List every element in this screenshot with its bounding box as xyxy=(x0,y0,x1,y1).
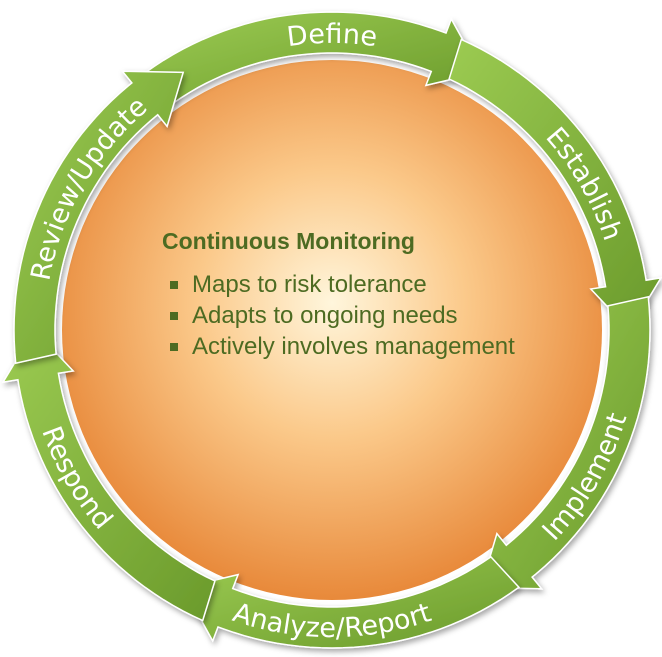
cycle-arrow-review-update xyxy=(13,70,185,365)
center-content: Continuous Monitoring Maps to risk toler… xyxy=(0,228,662,362)
bullet-item: Adapts to ongoing needs xyxy=(168,300,662,331)
center-orb xyxy=(62,60,602,600)
bullet-item: Actively involves management xyxy=(168,331,662,362)
bullet-list: Maps to risk tolerance Adapts to ongoing… xyxy=(168,269,662,362)
cycle-label: Define xyxy=(285,19,379,53)
bullet-item: Maps to risk tolerance xyxy=(168,269,662,300)
center-title: Continuous Monitoring xyxy=(162,228,415,254)
